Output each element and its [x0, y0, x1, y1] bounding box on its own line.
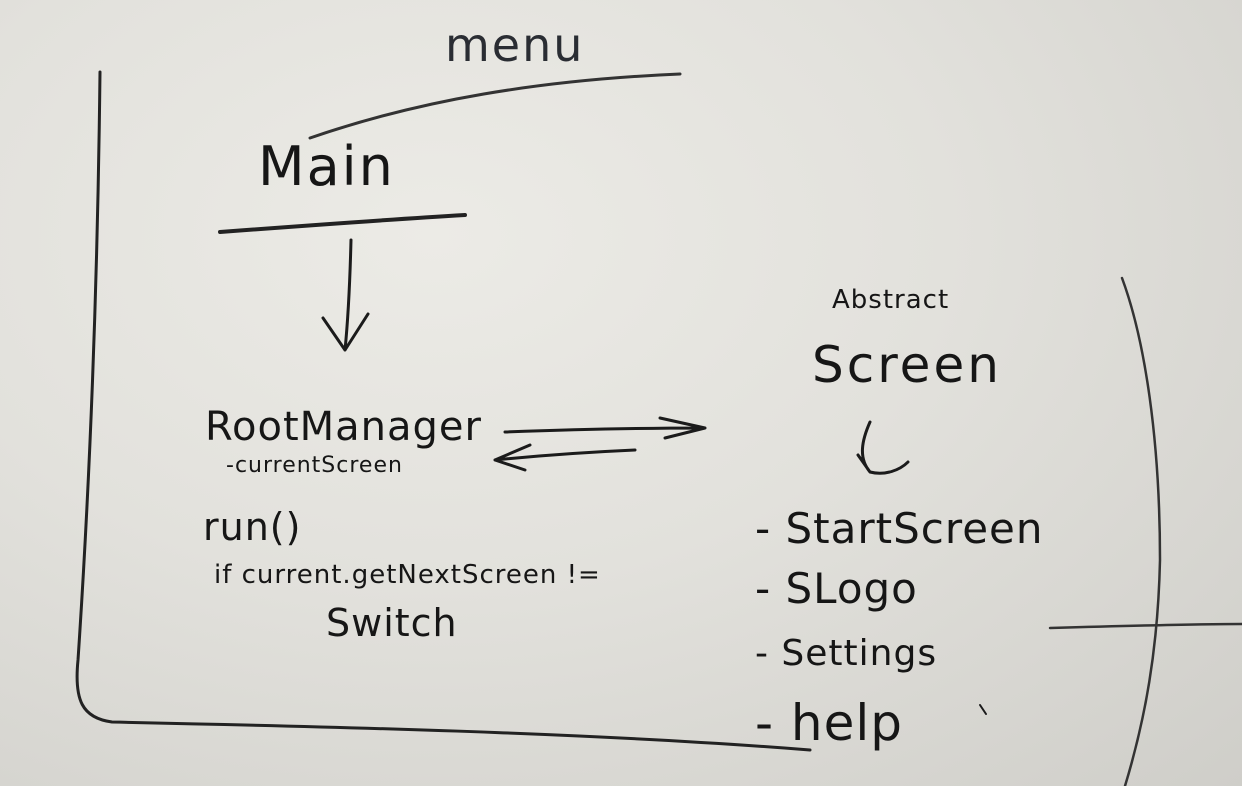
list-item: - SLogo: [755, 564, 918, 613]
list-item: - Settings: [755, 633, 938, 674]
main-underline: [218, 213, 467, 234]
menu-top-arc: [308, 72, 682, 140]
down-arrow-main: [321, 238, 370, 352]
list-item: - help: [755, 694, 904, 752]
abstract-label: Abstract: [832, 285, 950, 315]
stray-mark: [979, 704, 987, 715]
arrow-to-root: [493, 443, 637, 472]
switch-action: Switch: [326, 601, 458, 645]
current-screen-field: -currentScreen: [226, 453, 403, 478]
list-item: - StartScreen: [755, 504, 1044, 553]
root-manager-label: RootManager: [205, 404, 482, 450]
right-horizontal-line: [1048, 622, 1242, 630]
arrow-to-screen: [503, 416, 707, 440]
menu-box-border: [75, 70, 812, 752]
screen-label: Screen: [812, 336, 1002, 394]
main-label: Main: [258, 135, 395, 198]
menu-title: menu: [445, 18, 585, 72]
right-border-curve: [1120, 276, 1162, 786]
down-arrow-screen: [856, 420, 910, 475]
run-method: run(): [203, 505, 302, 549]
if-condition: if current.getNextScreen !=: [214, 560, 601, 590]
